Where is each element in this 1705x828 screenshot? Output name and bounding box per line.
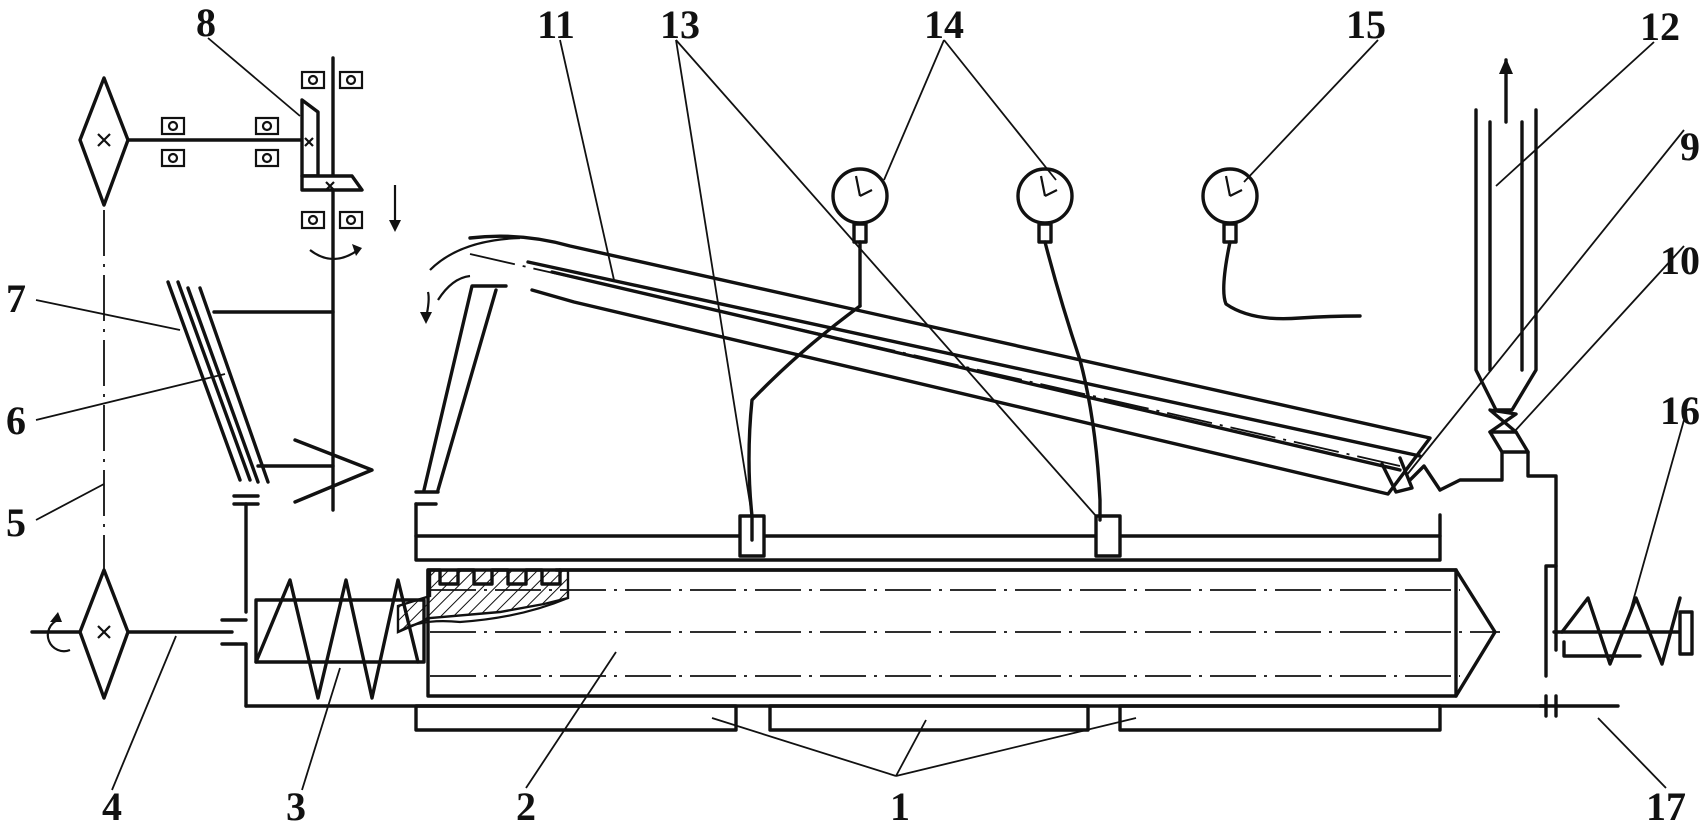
leader-lines [35,37,1685,791]
bevel-gear-unit [160,56,401,512]
label-11: 11 [537,2,575,47]
label-2: 2 [516,784,536,828]
part-labels: 8 7 6 5 4 3 2 1 11 13 14 15 12 9 10 16 1… [6,0,1700,828]
heater-segments [414,704,1442,732]
label-4: 4 [102,784,122,828]
label-5: 5 [6,500,26,545]
return-pipe [414,236,521,494]
pressure-gauges [747,167,1362,542]
upper-jacket [414,502,1442,562]
label-14: 14 [924,2,964,47]
feed-hopper [166,280,374,614]
label-17: 17 [1646,784,1686,828]
label-12: 12 [1640,4,1680,49]
reaction-chamber [396,568,1500,698]
label-13: 13 [660,2,700,47]
label-1: 1 [890,784,910,828]
label-6: 6 [6,398,26,443]
label-9: 9 [1680,124,1700,169]
inclined-tube [468,234,1432,496]
drive-shaft [30,612,234,653]
label-10: 10 [1660,238,1700,283]
label-15: 15 [1346,2,1386,47]
piston-valve [1538,564,1694,718]
label-7: 7 [6,276,26,321]
label-16: 16 [1660,388,1700,433]
label-8: 8 [196,0,216,45]
label-3: 3 [286,784,306,828]
chain-drive [78,76,302,700]
